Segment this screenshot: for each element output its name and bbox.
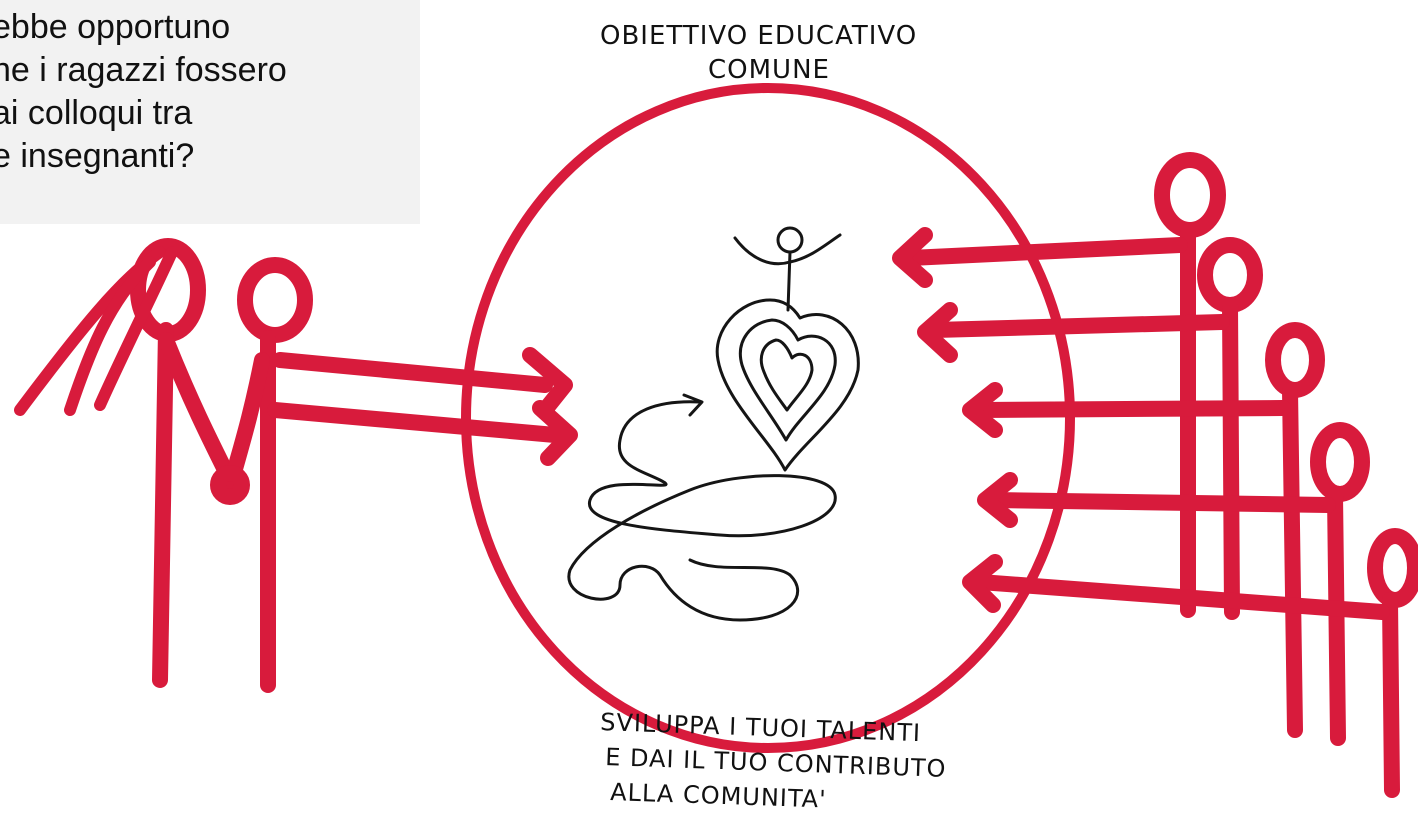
question-line-4: e insegnanti? xyxy=(0,137,195,175)
question-line-1: ebbe opportuno xyxy=(0,8,231,46)
question-line-3: ai colloqui tra xyxy=(0,94,193,132)
top-label-line2: COMUNE xyxy=(708,55,830,85)
top-label-line1: OBIETTIVO EDUCATIVO xyxy=(600,21,917,51)
bottom-label-line2: E DAI IL TUO CONTRIBUTO xyxy=(605,743,947,783)
parents-figures xyxy=(14,238,578,693)
winding-path xyxy=(567,393,837,622)
common-goal-circle xyxy=(461,83,1075,753)
question-line-2: he i ragazzi fossero xyxy=(0,51,287,89)
community-figures xyxy=(892,152,1418,798)
bottom-label-line3: ALLA COMUNITA' xyxy=(610,778,827,814)
question-box: ebbe opportuno he i ragazzi fossero ai c… xyxy=(0,0,420,224)
bottom-label-line1: SVILUPPA I TUOI TALENTI xyxy=(600,708,922,747)
child-on-heart xyxy=(715,226,860,472)
